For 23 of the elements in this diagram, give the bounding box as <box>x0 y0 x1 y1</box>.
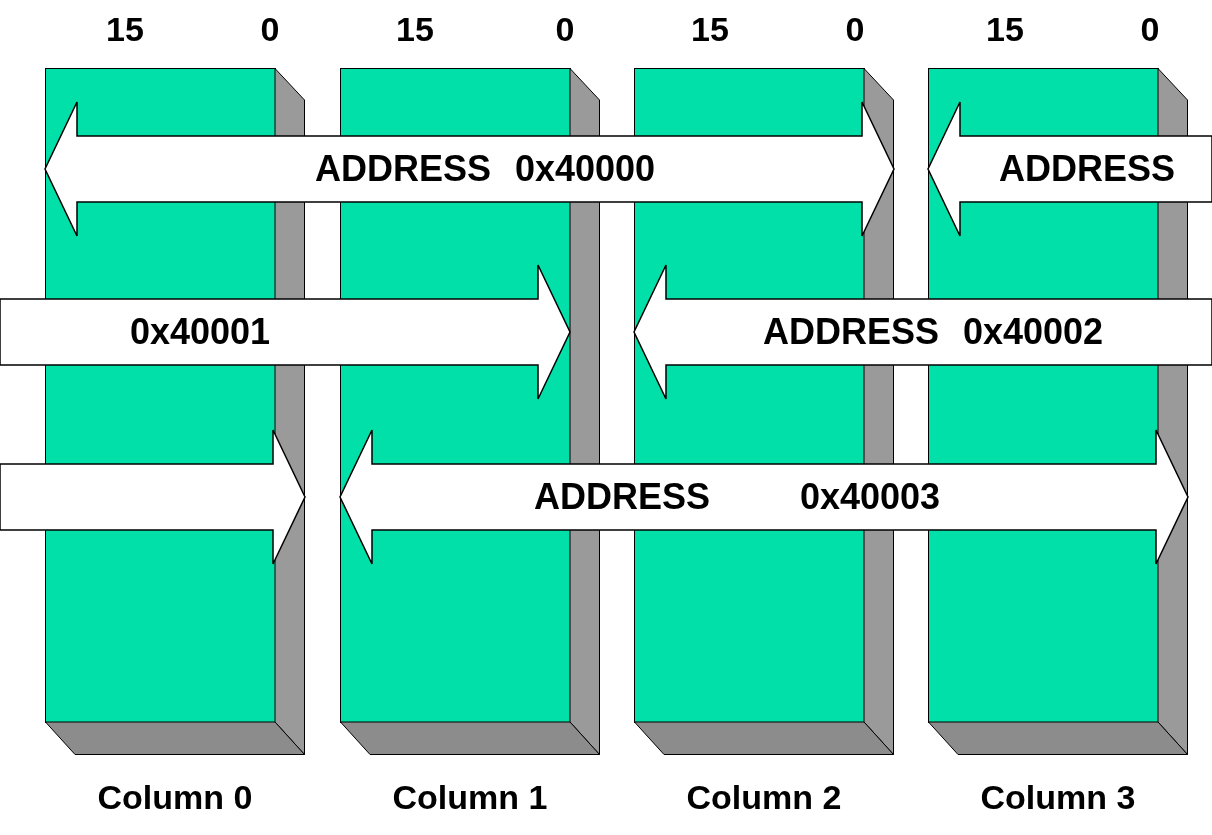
bit-number: 0 <box>260 12 280 46</box>
bit-number: 15 <box>691 12 729 46</box>
column-label: Column 2 <box>686 780 842 814</box>
column-label: Column 1 <box>392 780 548 814</box>
edge-label: ADDRESS 0x40003 <box>533 479 941 515</box>
bit-number: 0 <box>1140 12 1160 46</box>
block-arrow <box>0 264 571 400</box>
block-arrow <box>633 264 1212 400</box>
block-arrow <box>339 429 1189 565</box>
edge-label: ADDRESS 0x40002 <box>762 314 1104 350</box>
column-label: Column 0 <box>97 780 253 814</box>
block-arrow <box>0 429 306 565</box>
column-label: Column 3 <box>980 780 1136 814</box>
bit-number: 15 <box>986 12 1024 46</box>
block-arrow <box>44 101 895 237</box>
bit-number: 0 <box>555 12 575 46</box>
bit-number: 15 <box>396 12 434 46</box>
block-arrow <box>927 101 1212 237</box>
edge-label: 0x40001 <box>129 314 271 350</box>
bit-number: 0 <box>845 12 865 46</box>
edge-label: ADDRESS <box>999 151 1175 187</box>
bit-number: 15 <box>106 12 144 46</box>
edge-label: ADDRESS 0x40000 <box>314 151 656 187</box>
